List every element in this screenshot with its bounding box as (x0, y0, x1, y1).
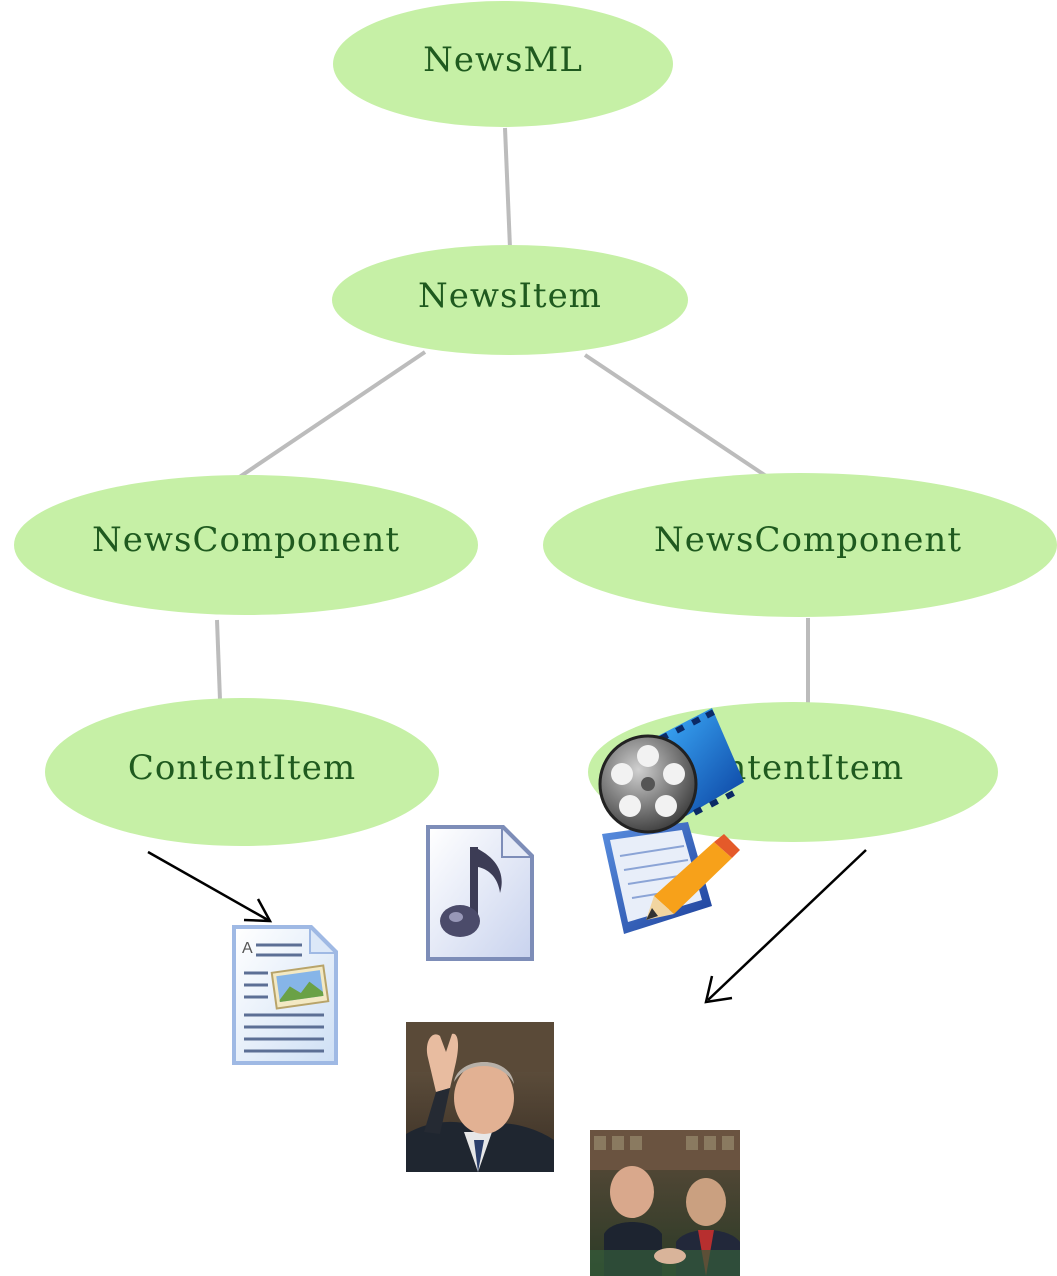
node-newscomponent-right-shape (543, 473, 1057, 617)
node-newscomponent-right-label: NewsComponent (654, 520, 962, 560)
node-contentitem-left: ContentItem (45, 698, 439, 846)
node-newsitem-label: NewsItem (418, 276, 602, 316)
node-newscomponent-left-shape (14, 475, 478, 615)
edge-component-left-content-left (215, 619, 222, 701)
node-newsml-label: NewsML (423, 40, 583, 80)
edge-newsitem-component-left (236, 350, 427, 480)
node-newsml-shape (333, 1, 673, 127)
news-photo-waving-man (406, 1022, 554, 1172)
film-reel-icon (598, 708, 744, 834)
node-newscomponent-left: NewsComponent (14, 475, 478, 615)
node-newscomponent-right: NewsComponent (543, 473, 1057, 617)
node-newsml: NewsML (333, 1, 673, 127)
arrow-right (704, 849, 867, 1004)
node-contentitem-left-label: ContentItem (128, 748, 356, 788)
edge-newsitem-component-right (583, 353, 780, 486)
notepad-pencil-icon (602, 822, 740, 934)
node-newsitem: NewsItem (332, 245, 688, 355)
node-newscomponent-left-label: NewsComponent (92, 520, 400, 560)
edge-newsml-newsitem (503, 127, 512, 249)
document-with-image-icon: A (232, 925, 338, 1065)
edges (215, 127, 810, 706)
music-file-icon (426, 825, 534, 961)
node-newsitem-shape (332, 245, 688, 355)
svg-text:A: A (242, 940, 253, 957)
news-photo-parliament (590, 1130, 740, 1276)
arrow-left (147, 850, 273, 923)
node-contentitem-left-shape (45, 698, 439, 846)
